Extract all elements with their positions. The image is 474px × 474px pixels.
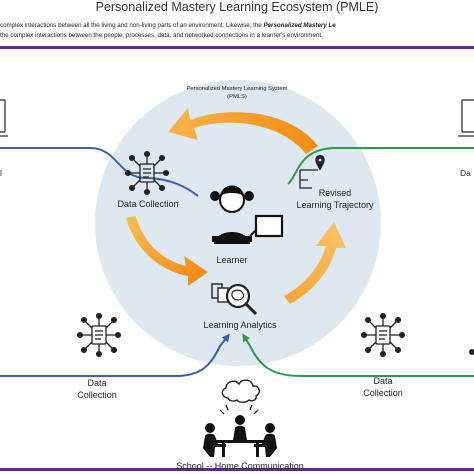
data-network-icon-center [124,150,170,196]
learning-analytics-icon [211,283,258,316]
bottom-purple-rule [0,468,474,471]
right-laptop-icon [458,99,474,137]
pmls-title-line-1: Personalized Mastery Learning System [186,86,288,92]
green-connection-line-lower [242,333,474,377]
left-laptop-icon [0,99,8,137]
data-collection-label-center: Data Collection [117,199,179,209]
right-data-label-line-2: Collection [363,388,403,398]
right-data-label-line-1: Data [373,376,393,386]
partial-icon-right-edge [469,349,474,355]
revised-trajectory-label-line-2: Learning Trajectory [296,200,374,210]
school-home-communication-label: School -- Home Communication [176,461,304,471]
revised-trajectory-label-line-1: Revised [318,188,352,198]
people-at-table-icon [203,404,277,457]
intro-text-line-2: the complex interactions between the peo… [0,32,323,39]
page-title: Personalized Mastery Learning Ecosystem … [95,0,379,14]
learner-figure-icon [210,185,284,244]
top-purple-rule [0,46,474,49]
learning-analytics-label: Learning Analytics [203,320,277,330]
blue-connection-line [0,147,199,197]
left-data-label-line-1: Data [87,378,107,388]
pmls-title-line-2: (PMLS) [227,94,247,100]
data-network-icon-left [76,312,122,358]
thought-cloud-icon [221,379,260,403]
left-edge-label-fragment: l [0,168,2,178]
learner-label: Learner [216,255,248,265]
trajectory-map-icon [299,154,325,189]
right-edge-label-fragment: Da [460,168,471,178]
intro-text-line-1: complex interactions between all the liv… [0,22,336,29]
data-network-icon-right [360,312,406,358]
orange-arrow-top [168,108,318,154]
green-connection-line [287,147,474,185]
orange-arrow-right [284,222,346,304]
blue-connection-line-lower [0,333,230,377]
left-data-label-line-2: Collection [77,390,117,400]
orange-arrow-left [126,216,208,286]
